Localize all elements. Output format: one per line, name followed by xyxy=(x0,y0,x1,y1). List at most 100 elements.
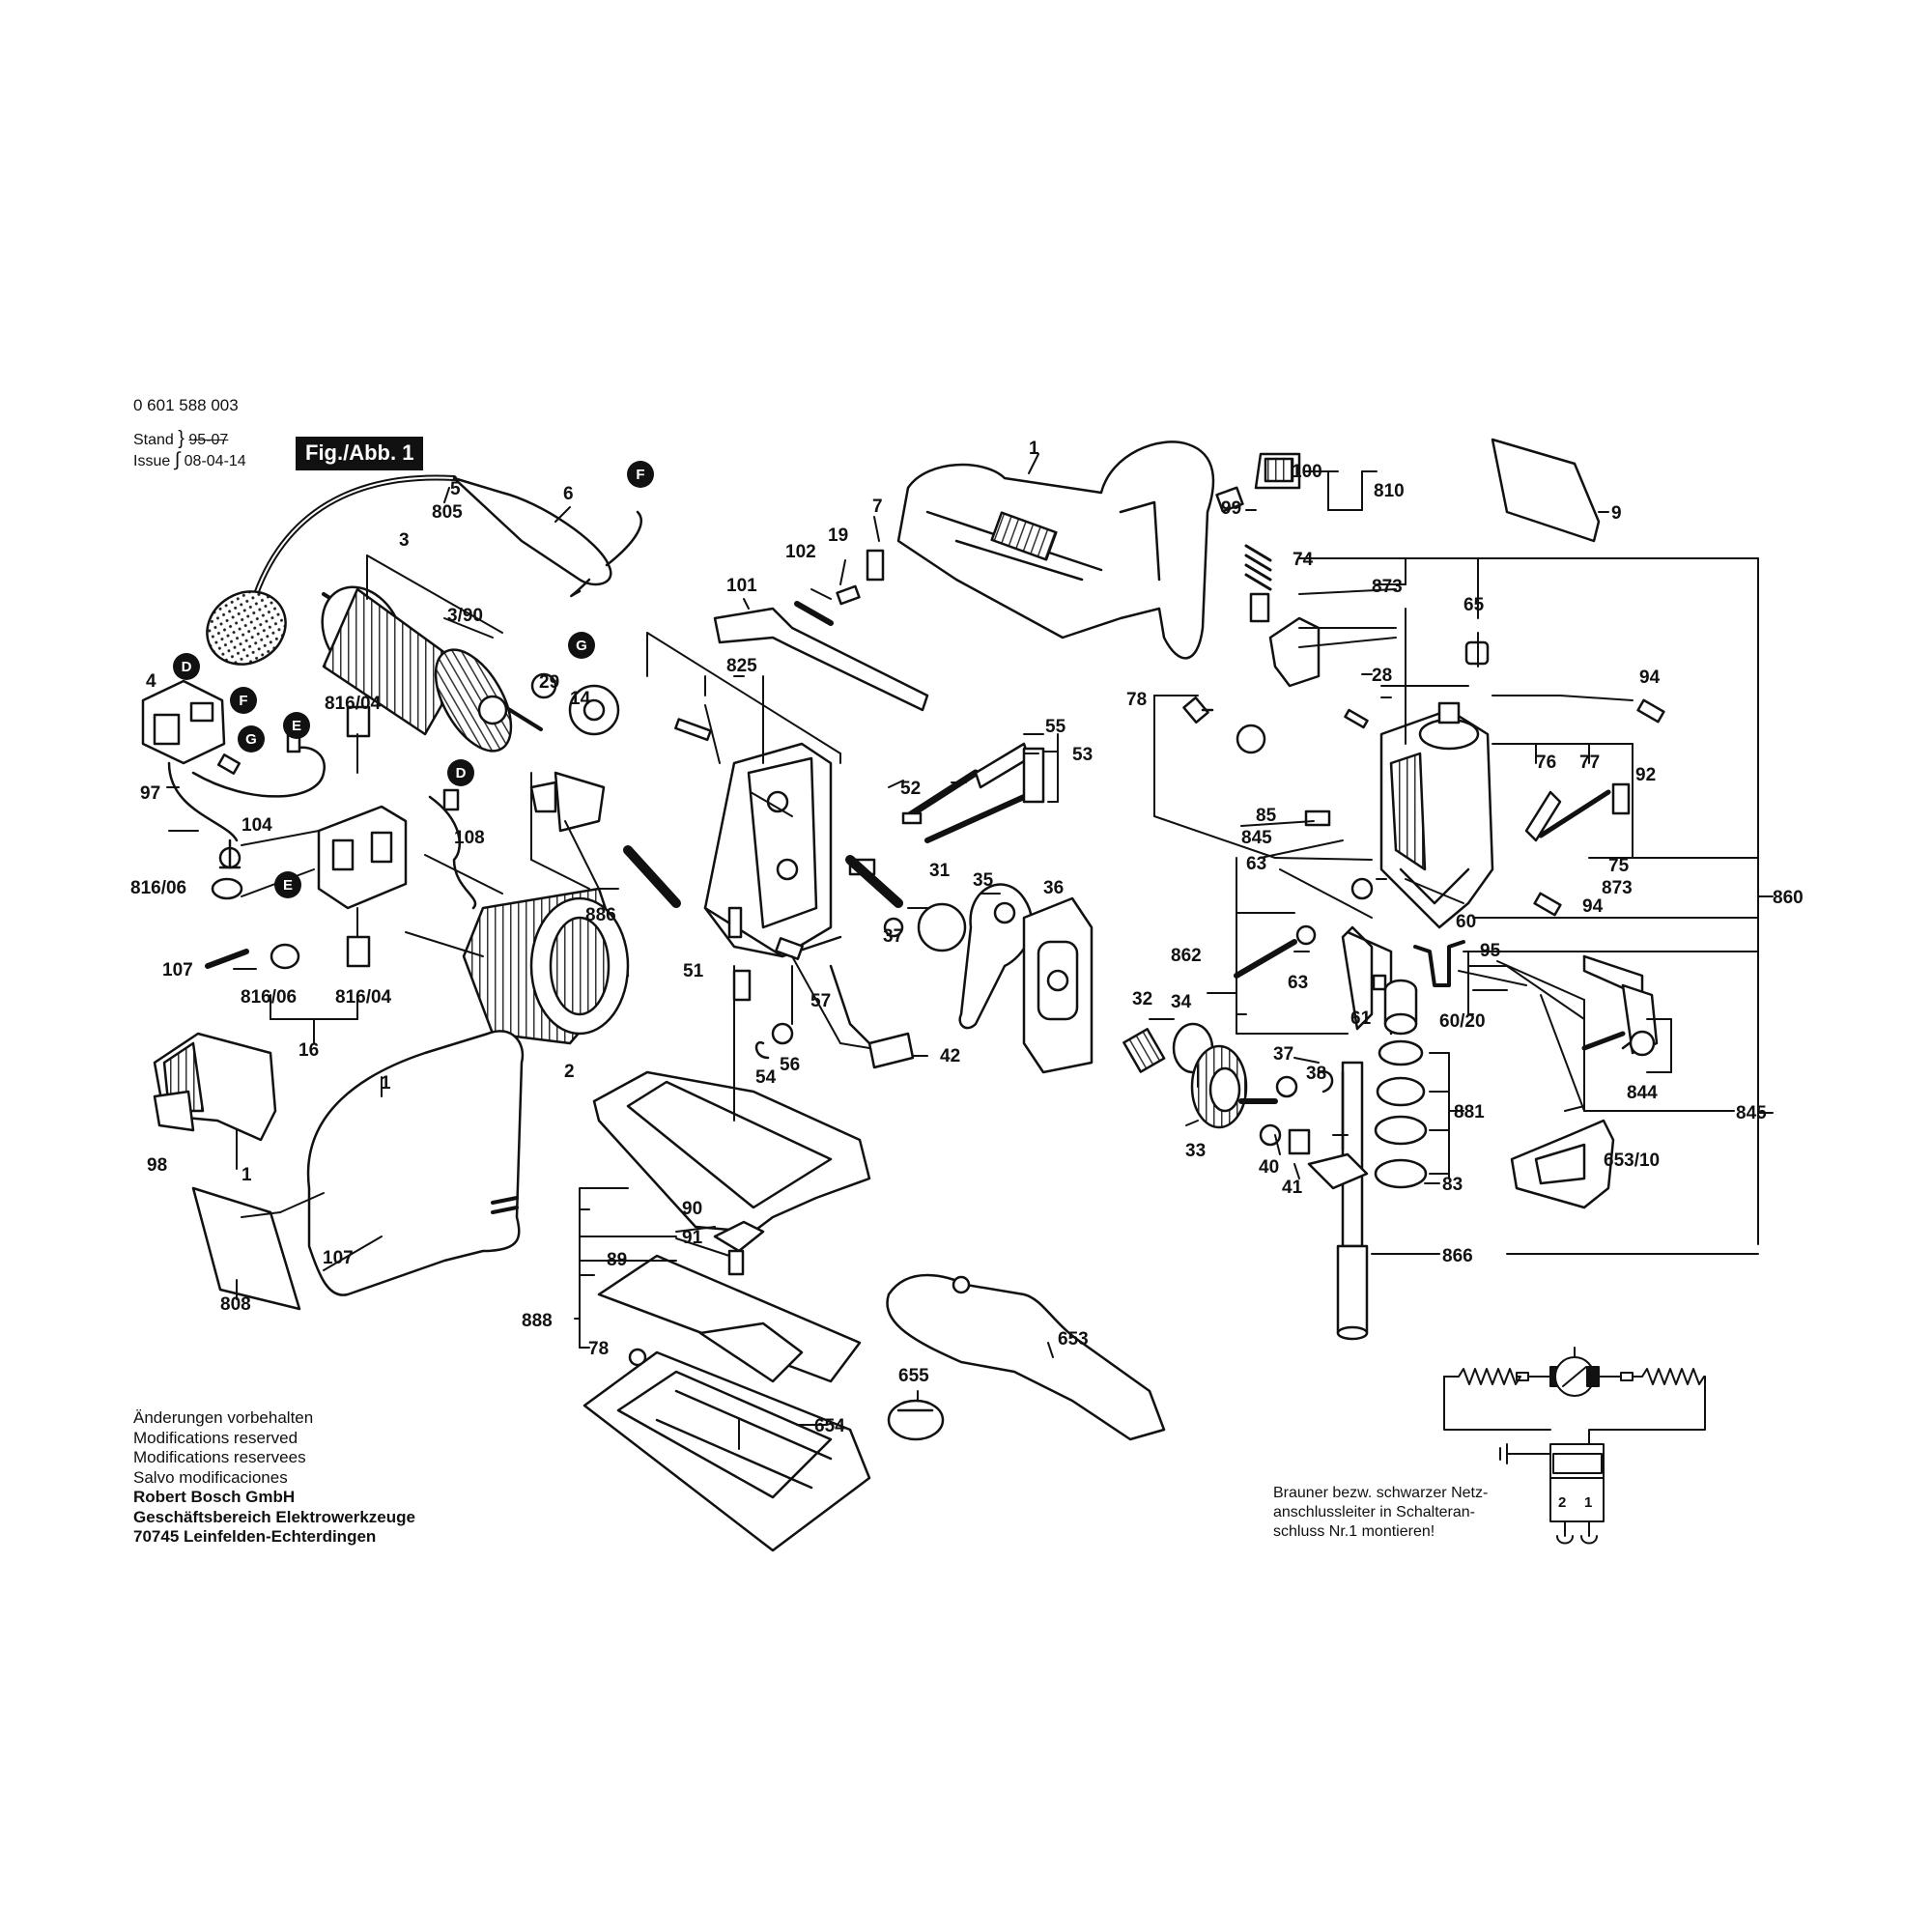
company-name: Robert Bosch GmbH xyxy=(133,1488,296,1506)
label-55: 55 xyxy=(1045,717,1066,737)
lever-parts xyxy=(713,549,929,712)
part-labels: 5 805 6 3 3/90 4 816/04 29 14 97 104 108… xyxy=(130,439,1804,1511)
label-99: 99 xyxy=(1221,498,1241,519)
label-76: 76 xyxy=(1536,753,1556,773)
label-56: 56 xyxy=(780,1055,800,1075)
label-14: 14 xyxy=(570,689,591,709)
label-35: 35 xyxy=(973,870,994,891)
label-3: 3 xyxy=(399,530,410,551)
label-31: 31 xyxy=(929,861,951,881)
leader-lines xyxy=(166,453,1774,1450)
label-41: 41 xyxy=(1282,1178,1303,1198)
label-42: 42 xyxy=(940,1046,960,1066)
svg-text:G: G xyxy=(245,731,257,748)
label-4: 4 xyxy=(146,671,156,692)
label-57: 57 xyxy=(810,991,831,1011)
label-97: 97 xyxy=(140,783,160,804)
note-line-3: Modifications reservees xyxy=(133,1448,306,1466)
svg-text:E: E xyxy=(283,877,293,894)
svg-text:D: D xyxy=(456,765,467,781)
type-plate xyxy=(191,1186,301,1311)
wiring-note-line-2: anschlussleiter in Schalteran- xyxy=(1273,1504,1475,1520)
wiring-note-line-3: schluss Nr.1 montieren! xyxy=(1273,1523,1435,1540)
connector-g-badge-top: G xyxy=(568,632,595,659)
label-866: 866 xyxy=(1442,1246,1473,1266)
label-53: 53 xyxy=(1072,745,1093,765)
label-816-04-top: 816/04 xyxy=(325,694,382,714)
company-division: Geschäftsbereich Elektrowerkzeuge xyxy=(133,1507,415,1526)
label-94-top: 94 xyxy=(1639,668,1661,688)
carbon-brush-lower xyxy=(346,935,371,968)
eccentric-parts xyxy=(917,883,1094,1074)
label-60: 60 xyxy=(1456,912,1476,932)
connector-d-badge-switch: D xyxy=(173,653,200,680)
label-860: 860 xyxy=(1773,888,1804,908)
label-37-right: 37 xyxy=(1273,1044,1293,1065)
label-63-top: 63 xyxy=(1246,854,1266,874)
label-1-lower: 1 xyxy=(242,1165,252,1185)
label-107-top: 107 xyxy=(162,960,193,980)
label-845-mid: 845 xyxy=(1241,828,1272,848)
motor-cap xyxy=(153,1032,277,1142)
small-fasteners xyxy=(732,917,915,1069)
label-54: 54 xyxy=(755,1067,777,1088)
handle-housing xyxy=(896,440,1215,660)
label-95: 95 xyxy=(1480,941,1501,961)
wiring-note: Brauner bezw. schwarzer Netz- anschlussl… xyxy=(1273,1484,1488,1542)
gear-train xyxy=(1122,1022,1334,1155)
connector-f-badge-switch: F xyxy=(230,687,257,714)
label-107-bottom: 107 xyxy=(323,1248,354,1268)
svg-text:E: E xyxy=(292,718,301,734)
guide-rods xyxy=(901,742,1045,843)
label-3-90: 3/90 xyxy=(447,606,483,626)
label-844: 844 xyxy=(1627,1083,1658,1103)
label-808: 808 xyxy=(220,1294,251,1315)
company-address: 70745 Leinfelden-Echterdingen xyxy=(133,1527,377,1546)
brush-holder xyxy=(205,705,408,970)
label-51: 51 xyxy=(683,961,704,981)
label-653-10: 653/10 xyxy=(1604,1151,1660,1171)
connector-badges: F G D F G E D E xyxy=(173,461,654,898)
label-108: 108 xyxy=(454,828,485,848)
connector-g-badge-switch: G xyxy=(238,725,265,753)
label-101: 101 xyxy=(726,576,757,596)
svg-text:G: G xyxy=(576,638,587,654)
note-line-4: Salvo modificaciones xyxy=(133,1467,288,1487)
label-805: 805 xyxy=(432,502,463,523)
label-1-top: 1 xyxy=(1029,439,1039,459)
switch-assembly xyxy=(141,679,327,869)
label-873-right: 873 xyxy=(1602,878,1633,898)
label-653: 653 xyxy=(1058,1329,1089,1350)
label-38: 38 xyxy=(1306,1064,1326,1084)
label-33: 33 xyxy=(1185,1141,1206,1161)
label-36: 36 xyxy=(1043,878,1064,898)
label-6: 6 xyxy=(563,484,574,504)
plunger-assembly xyxy=(1307,979,1428,1341)
stand-date: 95-07 xyxy=(188,432,229,448)
label-90: 90 xyxy=(682,1199,702,1219)
label-94-bottom: 94 xyxy=(1582,896,1604,917)
label-1-left: 1 xyxy=(381,1073,391,1094)
svg-text:F: F xyxy=(636,467,644,483)
label-16: 16 xyxy=(298,1040,319,1061)
gear-housing xyxy=(1379,701,1494,929)
label-83: 83 xyxy=(1442,1175,1463,1195)
connector-e-badge-switch: E xyxy=(283,712,310,739)
note-line-1: Änderungen vorbehalten xyxy=(133,1408,314,1427)
label-78-bottom: 78 xyxy=(588,1339,609,1359)
label-9: 9 xyxy=(1611,503,1622,524)
armature xyxy=(321,585,543,753)
note-line-2: Modifications reserved xyxy=(133,1428,298,1447)
label-78-top: 78 xyxy=(1126,690,1147,710)
label-37-left: 37 xyxy=(883,926,903,947)
pendulum-parts xyxy=(1413,940,1659,1209)
wiring-note-line-1: Brauner bezw. schwarzer Netz- xyxy=(1273,1485,1489,1501)
label-862: 862 xyxy=(1171,946,1202,966)
footer-notes: Änderungen vorbehalten Modifications res… xyxy=(133,1408,415,1548)
revision-block: Stand } 95-07 Issue ∫ 08-04-14 xyxy=(133,428,246,470)
connector-d-badge-coil: D xyxy=(447,759,474,786)
label-816-06-bottom: 816/06 xyxy=(241,987,297,1008)
dust-extraction-tube xyxy=(886,1273,1166,1441)
label-655: 655 xyxy=(898,1366,929,1386)
